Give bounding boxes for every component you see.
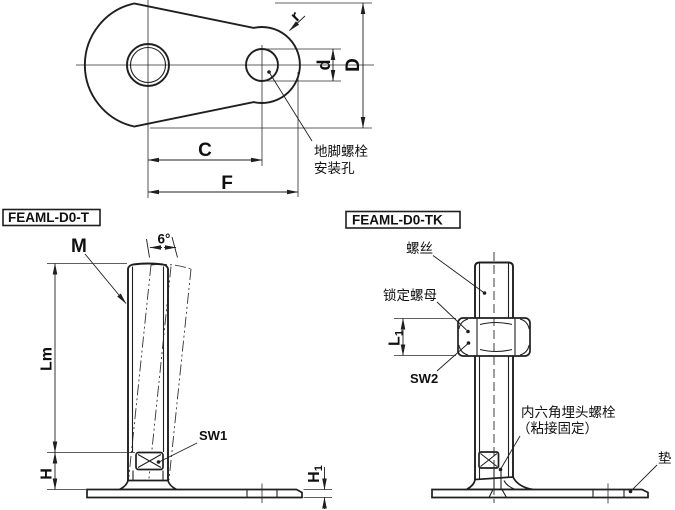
callout-leader	[268, 71, 313, 142]
dim-label-r: r	[288, 9, 304, 25]
dim-label-M: M	[71, 236, 87, 257]
dim-label-H1-sub: 1	[313, 465, 325, 471]
screw-callout: 螺丝	[406, 241, 433, 256]
bolt-callout-line1: 内六角埋头螺栓	[521, 405, 616, 420]
thread-leader	[84, 253, 127, 304]
screw-outline	[474, 261, 514, 488]
dim-label-L1-sub: 1	[394, 330, 406, 336]
dim-label-Lm: Lm	[39, 347, 56, 371]
teardrop-base-plate-outline	[83, 2, 301, 128]
threaded-hole-inner	[129, 46, 167, 84]
dim-label-D: D	[343, 58, 364, 72]
view-title-box-t	[2, 208, 101, 227]
left-view: FEAML-D0-T 6° M	[2, 208, 332, 509]
dim-label-H1-main: H	[306, 471, 323, 483]
stud-outline	[127, 262, 169, 481]
washer-callout: 垫	[658, 451, 672, 466]
bolt-callout-line2: （粘接固定）	[517, 420, 598, 436]
anchor-bolt-hole-callout-line2: 安装孔	[314, 161, 355, 176]
view-title-box-tk	[345, 210, 461, 229]
phantom-top	[150, 263, 192, 270]
right-view: FEAML-D0-TK	[345, 210, 672, 504]
top-view: r d D C F 地脚螺栓 安装孔	[76, 0, 374, 198]
dim-label-L1: L1	[387, 330, 406, 346]
foot-joint-tk	[463, 476, 534, 491]
dim-label-L1-main: L	[387, 336, 404, 346]
view-title-t: FEAML-D0-T	[8, 210, 90, 225]
dim-label-F: F	[221, 173, 233, 194]
anchor-bolt-hole-callout-line1: 地脚螺栓	[314, 144, 368, 159]
view-title-tk: FEAML-D0-TK	[352, 213, 443, 228]
dim-label-SW1: SW1	[199, 428, 227, 443]
base-plate	[86, 488, 303, 499]
dim-label-angle: 6°	[158, 232, 171, 247]
anchor-bolt-mounting-hole	[245, 48, 279, 82]
dim-label-d: d	[314, 60, 334, 71]
threaded-hole-outer	[126, 43, 170, 87]
phantom-tilted-stud	[168, 268, 192, 481]
dim-label-C: C	[198, 140, 212, 161]
dim-label-H: H	[39, 468, 56, 480]
dim-label-H1: H1	[306, 465, 325, 483]
foot-joint	[119, 479, 177, 491]
lock-nut-callout: 锁定螺母	[383, 288, 437, 303]
dim-label-SW2: SW2	[410, 371, 438, 386]
base-plate-tk	[431, 488, 649, 499]
radius-leader	[289, 15, 306, 31]
